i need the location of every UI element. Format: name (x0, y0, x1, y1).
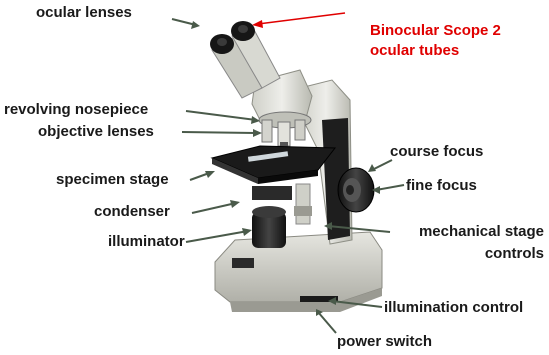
specimen-stage (212, 146, 335, 184)
label-mechanical-stage-line2: controls (380, 245, 544, 262)
binocular-note-line2: ocular tubes (370, 41, 459, 60)
illuminator-lamp (252, 206, 286, 248)
label-objective-lenses: objective lenses (38, 123, 154, 140)
leader-objectives (182, 132, 258, 133)
label-mechanical-stage-line1: mechanical stage (380, 223, 544, 240)
leader-nosepiece (186, 111, 256, 120)
label-illuminator: illuminator (108, 233, 185, 250)
label-course-focus: course focus (390, 143, 483, 160)
leader-condenser (192, 203, 236, 213)
label-fine-focus: fine focus (406, 177, 477, 194)
microscope-base (215, 232, 382, 312)
label-illumination-control: illumination control (384, 299, 523, 316)
leader-course-focus (372, 160, 392, 170)
leader-fine-focus (376, 185, 404, 190)
label-revolving-nosepiece: revolving nosepiece (4, 101, 148, 118)
microscope-head (210, 21, 312, 124)
focus-knobs (338, 168, 374, 212)
leader-power-switch (318, 312, 336, 333)
nosepiece-objectives (259, 112, 311, 150)
label-ocular-lenses: ocular lenses (36, 4, 132, 21)
label-specimen-stage: specimen stage (56, 171, 169, 188)
binocular-note-line1: Binocular Scope 2 (370, 21, 501, 40)
binocular-arrow (252, 13, 345, 28)
label-condenser: condenser (94, 203, 170, 220)
label-power-switch: power switch (337, 333, 432, 350)
base-switch-panel (232, 258, 254, 268)
